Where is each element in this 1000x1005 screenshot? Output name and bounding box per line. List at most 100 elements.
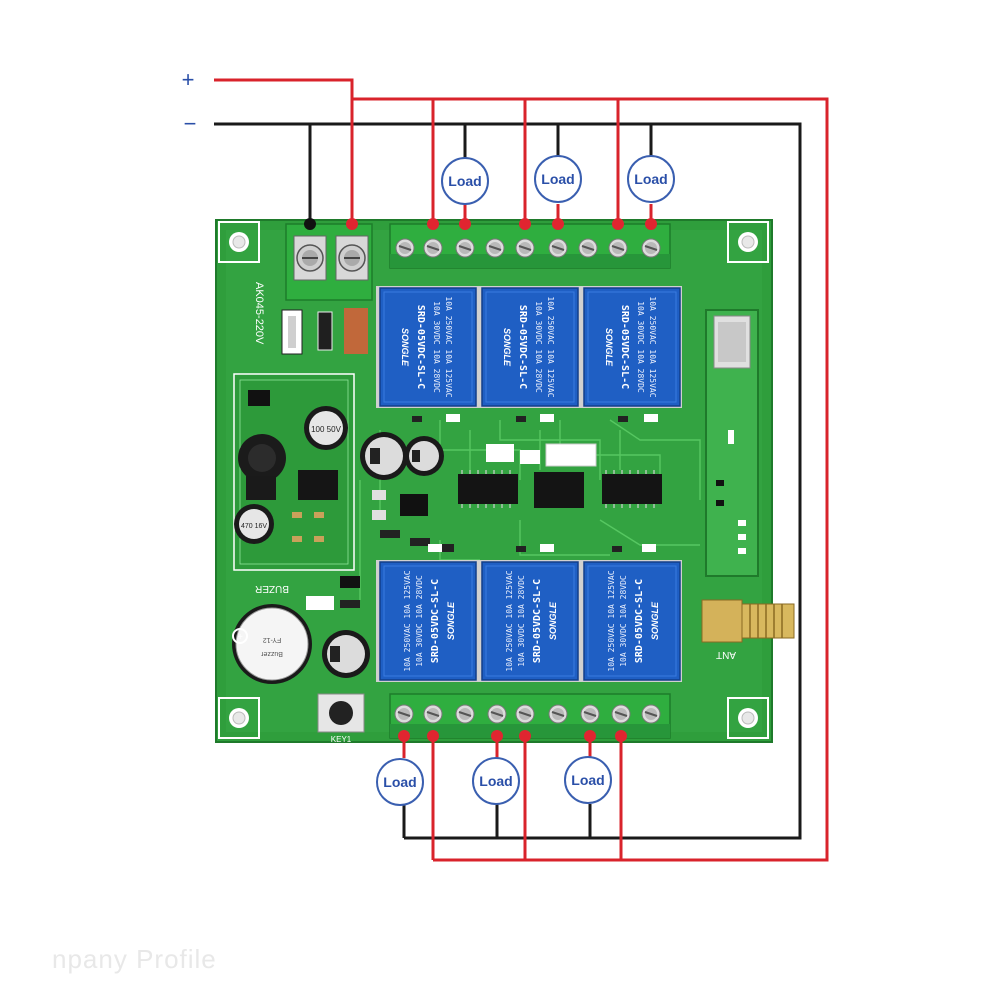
terminal-screw [580, 704, 600, 724]
mounting-hole-tr [727, 221, 769, 263]
terminal-screw [548, 704, 568, 724]
terminal-screw [641, 238, 661, 258]
relay-rating-2: 10A 30VDC 10A 28VDC [432, 301, 441, 393]
cap-label-2: 470 16V [241, 523, 267, 530]
terminal-screw [395, 238, 415, 258]
mounting-hole-br [727, 697, 769, 739]
terminal-screw [548, 238, 568, 258]
antenna-label: ANT [716, 649, 736, 660]
buzzer: Buzzer FY-12 + BUZER [232, 583, 312, 684]
mounting-hole-tl [218, 221, 260, 263]
relay-model: SRD-05VDC-SL-C [517, 305, 528, 389]
terminal-screw [485, 238, 505, 258]
relay-model: SRD-05VDC-SL-C [532, 579, 543, 663]
relay-model: SRD-05VDC-SL-C [634, 579, 645, 663]
terminal-screw [423, 238, 443, 258]
relay-rating-1: 10A 250VAC 10A 125VAC [505, 570, 514, 671]
indicator-leds [412, 414, 658, 552]
relay-rating-1: 10A 250VAC 10A 125VAC [403, 570, 412, 671]
load-top-3: Load [627, 155, 675, 203]
load-label: Load [448, 173, 481, 189]
footer-text: npany Profile [52, 944, 217, 974]
electrolytic-capacitor-2: 470 16V [234, 504, 274, 544]
relay-brand: SONGLE [446, 601, 456, 640]
board-model-text: AK045-220V [253, 282, 265, 345]
positive-wires [214, 78, 829, 862]
positive-rail [352, 97, 829, 862]
rf-receiver-module [705, 309, 759, 577]
svg-text:Buzzer: Buzzer [260, 650, 282, 657]
negative-rail-label: − [184, 111, 197, 136]
terminal-screw [608, 238, 628, 258]
ic-chips [458, 443, 662, 508]
buzzer-label: BUZER [255, 583, 289, 594]
relay-model: SRD-05VDC-SL-C [430, 579, 441, 663]
antenna-connector: ANT [701, 599, 795, 660]
power-module: 100 50V 470 16V [233, 373, 355, 571]
load-top-2: Load [534, 155, 582, 203]
positive-rail-feed [214, 78, 354, 224]
load-label: Load [571, 772, 604, 788]
relay-brand: SONGLE [400, 328, 410, 367]
relay-brand: SONGLE [650, 601, 660, 640]
electrolytic-capacitor-1: 100 50V [304, 406, 348, 450]
relay-rating-2: 10A 30VDC 10A 28VDC [415, 575, 424, 667]
terminal-screw [455, 704, 475, 724]
terminal-screw [487, 704, 507, 724]
terminal-screw [641, 704, 661, 724]
negative-wires [214, 122, 802, 840]
inductor [238, 434, 286, 482]
power-terminal [285, 223, 373, 301]
relay-rating-2: 10A 30VDC 10A 28VDC [517, 575, 526, 667]
power-terminal-screw [335, 235, 369, 281]
power-terminal-screw [293, 235, 327, 281]
load-bottom-3: Load [564, 756, 612, 804]
relay-terminal-top [389, 223, 671, 269]
relay-rating-2: 10A 30VDC 10A 28VDC [636, 301, 645, 393]
junction-dots [304, 218, 657, 742]
load-top-1: Load [441, 157, 489, 205]
load-bottom-2: Load [472, 757, 520, 805]
terminal-screw [515, 704, 535, 724]
load-label: Load [634, 171, 667, 187]
load-label: Load [479, 773, 512, 789]
relay-rating-1: 10A 250VAC 10A 125VAC [546, 296, 555, 397]
relay-brand: SONGLE [502, 328, 512, 367]
terminal-screw [423, 704, 443, 724]
terminal-screw [578, 238, 598, 258]
load-bottom-1: Load [376, 758, 424, 806]
relay-model: SRD-05VDC-SL-C [619, 305, 630, 389]
terminal-screw [611, 704, 631, 724]
capacitor-3 [322, 630, 370, 678]
relay-rating-1: 10A 250VAC 10A 125VAC [648, 296, 657, 397]
relay-rating-2: 10A 30VDC 10A 28VDC [534, 301, 543, 393]
svg-text:+: + [237, 632, 243, 643]
positive-rail-label: + [182, 67, 195, 92]
key-label: KEY1 [331, 735, 352, 744]
terminal-screw [394, 704, 414, 724]
terminal-screw [515, 238, 535, 258]
cap-label-1: 100 50V [311, 425, 341, 434]
relay-rating-2: 10A 30VDC 10A 28VDC [619, 575, 628, 667]
smd-components [281, 308, 454, 552]
key-button: KEY1 [317, 693, 365, 744]
svg-text:FY-12: FY-12 [263, 636, 282, 643]
load-label: Load [383, 774, 416, 790]
relay-brand: SONGLE [548, 601, 558, 640]
relay-rating-1: 10A 250VAC 10A 125VAC [607, 570, 616, 671]
load-label: Load [541, 171, 574, 187]
relay-brand: SONGLE [604, 328, 614, 367]
negative-rail [214, 122, 802, 840]
relay-rating-1: 10A 250VAC 10A 125VAC [444, 296, 453, 397]
terminal-screw [455, 238, 475, 258]
mounting-hole-bl [218, 697, 260, 739]
